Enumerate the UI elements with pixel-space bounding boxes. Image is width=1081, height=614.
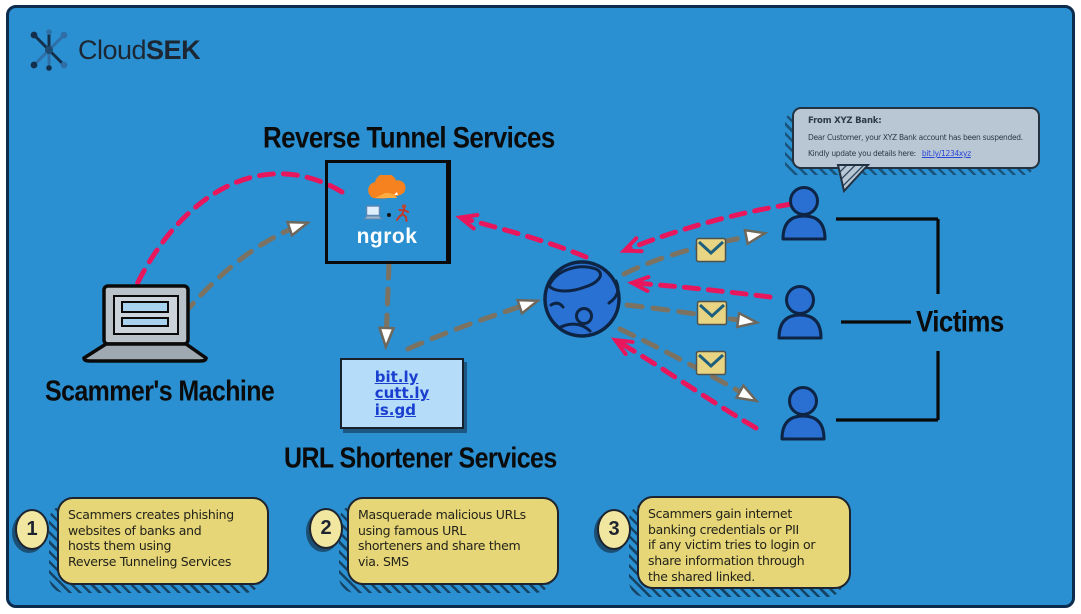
note-line: shorteners and share them	[358, 538, 521, 554]
step2-note: Masquerade malicious URLs using famous U…	[347, 497, 559, 585]
victims-label: Victims	[916, 305, 1004, 338]
note-line: share information through	[648, 552, 805, 568]
cloudsek-logo-icon	[30, 29, 68, 71]
ngrok-label: ngrok	[356, 225, 418, 248]
step1-number-badge: 1	[15, 509, 49, 550]
cloudflare-icon	[368, 175, 406, 199]
sms-from-line: From XYZ Bank:	[808, 116, 882, 126]
note-line: Reverse Tunneling Services	[68, 553, 232, 569]
cloudsek-logo-text: CloudSEK	[78, 34, 201, 66]
scammer-machine-label: Scammer's Machine	[45, 374, 275, 407]
step3-note: Scammers gain internet banking credentia…	[637, 496, 851, 589]
brand-name-regular: Cloud	[78, 34, 147, 65]
url-shortener-box: bit.ly cutt.ly is.gd	[340, 358, 464, 429]
reverse-tunnel-title: Reverse Tunnel Services	[263, 121, 555, 154]
step2-number-badge: 2	[309, 508, 343, 549]
laptop-emoji-icon	[363, 205, 383, 220]
sms-phishing-link[interactable]: bit.ly/1234xyz	[921, 149, 971, 158]
brand-name-bold: SEK	[146, 34, 201, 65]
note-line: hosts them using	[68, 538, 172, 554]
sms-link-prefix: Kindly update you details here:	[808, 149, 916, 158]
sms-body-line2: Kindly update you details here: bit.ly/12…	[808, 149, 1028, 158]
note-line: using famous URL	[358, 522, 467, 538]
step3-number-badge: 3	[597, 509, 631, 550]
note-line: Scammers gain internet	[648, 506, 792, 521]
note-line: if any victim tries to login or	[648, 537, 816, 553]
step1-note: Scammers creates phishing websites of ba…	[57, 497, 269, 585]
localhost-run-icons	[363, 204, 411, 222]
dot-icon	[387, 213, 391, 217]
link-cuttly[interactable]: cutt.ly	[374, 384, 430, 403]
note-line: via. SMS	[358, 553, 409, 569]
sms-bubble: From XYZ Bank: Dear Customer, your XYZ B…	[792, 107, 1040, 169]
runner-emoji-icon	[396, 204, 409, 222]
speech-bubble-tail	[836, 164, 871, 194]
url-shortener-title: URL Shortener Services	[284, 441, 557, 474]
tunnel-services-box: ngrok	[325, 160, 451, 264]
link-bitly[interactable]: bit.ly	[374, 367, 419, 386]
link-isgd[interactable]: is.gd	[374, 400, 416, 419]
note-line: banking credentials or PII	[648, 521, 799, 537]
note-line: websites of banks and	[68, 522, 202, 538]
note-line: Scammers creates phishing	[68, 507, 234, 522]
note-line: the shared linked.	[648, 568, 755, 584]
sms-body-line1: Dear Customer, your XYZ Bank account has…	[808, 133, 1023, 142]
note-line: Masquerade malicious URLs	[358, 507, 526, 522]
cloudsek-logo: CloudSEK	[26, 27, 201, 73]
